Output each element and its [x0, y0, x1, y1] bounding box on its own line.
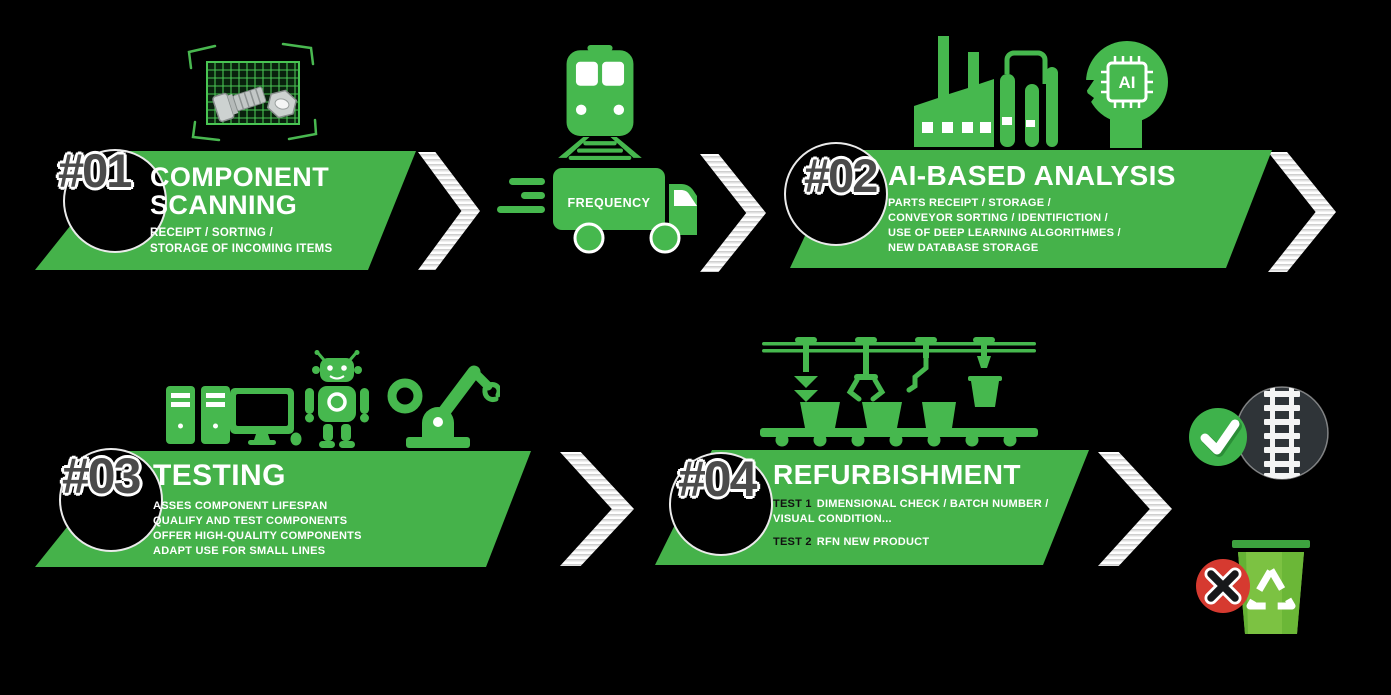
ai-head-icon: AI [1080, 40, 1168, 148]
step-number: #03 [62, 448, 141, 504]
detail-line: OFFER HIGH-QUALITY COMPONENTS [153, 530, 362, 543]
test-2-label: TEST 2 [773, 536, 812, 549]
step-banner-ai-based-analysis: #02 AI-BASED ANALYSIS PARTS RECEIPT / ST… [784, 142, 1272, 268]
detail-line: ADAPT USE FOR SMALL LINES [153, 545, 326, 558]
test-line-2: TEST 2 RFN NEW PRODUCT [773, 535, 1078, 550]
delivery-truck-icon: FREQUENCY [497, 162, 705, 254]
truck-frequency-label: FREQUENCY [567, 196, 651, 210]
test-2-text: RFN NEW PRODUCT [816, 536, 930, 549]
step-title: COMPONENT SCANNING [150, 162, 330, 221]
step-details: PARTS RECEIPT / STORAGE / CONVEYOR SORTI… [888, 196, 1176, 256]
monitor-icon [230, 388, 302, 446]
step-number: #01 [58, 144, 132, 197]
test-1-label: TEST 1 [773, 498, 812, 511]
factory-icon [912, 22, 1067, 147]
step-number-circle [59, 448, 163, 552]
step-number-circle [669, 452, 773, 556]
step-title: TESTING [153, 459, 286, 492]
detail-line: ASSES COMPONENT LIFESPAN [153, 500, 328, 513]
step-number: #04 [678, 451, 757, 507]
conveyor-line-icon [756, 336, 1042, 460]
robot-icon [304, 350, 370, 450]
detail-line: QUALIFY AND TEST COMPONENTS [153, 515, 348, 528]
chevron-arrow-icon [700, 154, 766, 272]
recycle-bin-icon [1232, 540, 1310, 548]
component-scan-icon [185, 42, 320, 142]
step-number-circle [63, 149, 167, 253]
detail-line: RECEIPT / SORTING / [150, 227, 273, 240]
step-number: #02 [804, 149, 878, 202]
chevron-arrow-icon [560, 452, 634, 566]
test-1-text: DIMENSIONAL CHECK / BATCH NUMBER / VISUA… [773, 498, 1049, 526]
step-banner-testing: #03 TESTING ASSES COMPONENT LIFESPAN QUA… [35, 448, 531, 567]
step-title: REFURBISHMENT [773, 459, 1021, 490]
robot-arm-icon [378, 358, 502, 448]
check-icon [1189, 408, 1247, 466]
step-title: AI-BASED ANALYSIS [888, 160, 1176, 191]
approved-rail-icon [1188, 383, 1330, 493]
server-rack-icon [166, 386, 230, 444]
step-banner-component-scanning: #01 COMPONENT SCANNING RECEIPT / SORTING… [35, 147, 416, 270]
detail-line: STORAGE OF INCOMING ITEMS [150, 243, 333, 256]
step-details: RECEIPT / SORTING / STORAGE OF INCOMING … [150, 225, 390, 257]
chevron-arrow-icon [1098, 452, 1172, 566]
step-number-circle [784, 142, 888, 246]
ai-chip-label: AI [1119, 73, 1136, 92]
detail-line: PARTS RECEIPT / STORAGE / [888, 197, 1051, 210]
detail-line: USE OF DEEP LEARNING ALGORITHMES / [888, 227, 1121, 240]
train-icon [558, 45, 642, 160]
detail-line: NEW DATABASE STORAGE [888, 242, 1039, 255]
rejected-recycle-icon [1196, 540, 1322, 640]
chevron-arrow-icon [1268, 152, 1336, 272]
detail-line: CONVEYOR SORTING / IDENTIFICTION / [888, 212, 1108, 225]
step-details: ASSES COMPONENT LIFESPAN QUALIFY AND TES… [153, 499, 362, 559]
chevron-arrow-icon [418, 152, 480, 270]
